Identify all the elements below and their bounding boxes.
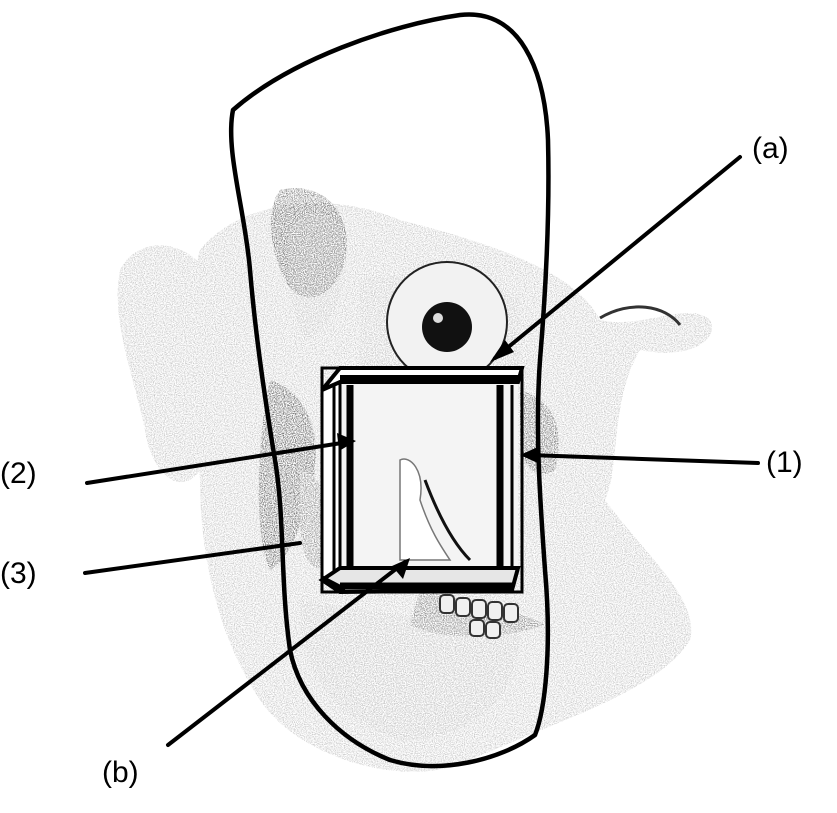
eyeball-icon <box>387 262 507 382</box>
label-2: (2) <box>0 457 37 490</box>
label-1: (1) <box>766 446 803 479</box>
ear-region <box>118 245 220 482</box>
label-a: (a) <box>752 132 789 165</box>
label-3: (3) <box>0 557 37 590</box>
box-frame <box>322 368 522 592</box>
label-b: (b) <box>102 756 139 789</box>
